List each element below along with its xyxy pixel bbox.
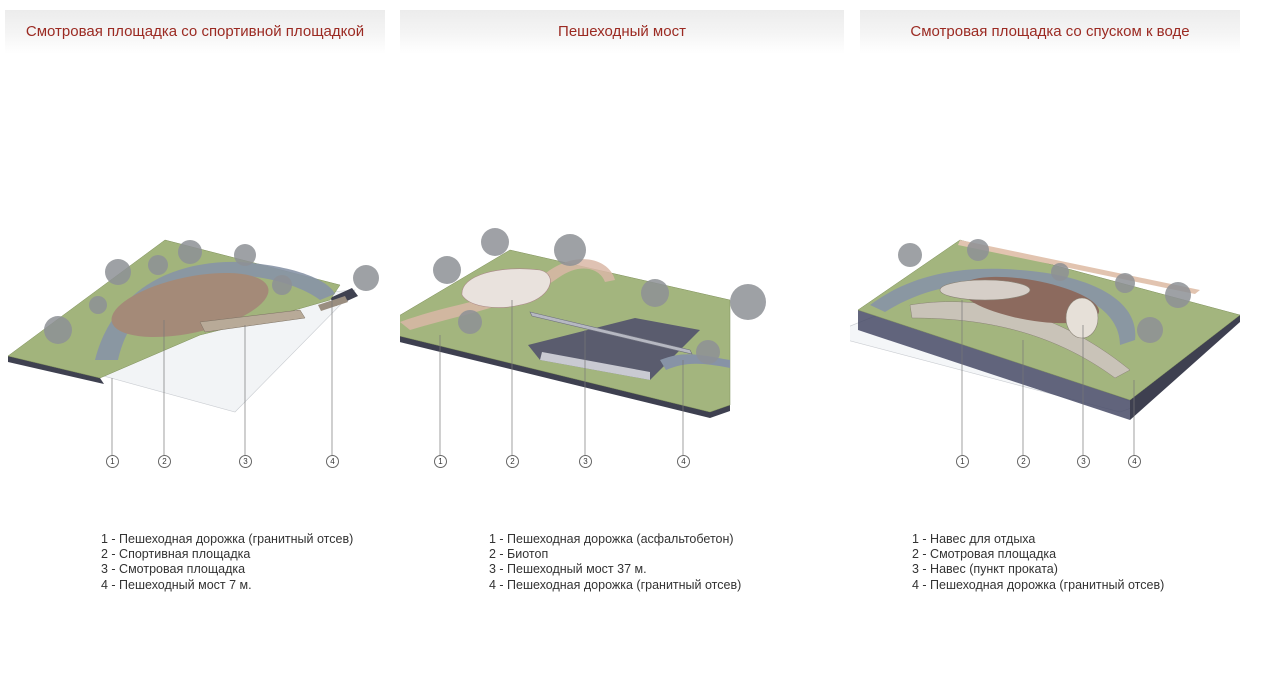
- viewing-deck: [909, 301, 1131, 379]
- footbridge-37m: [529, 311, 693, 355]
- terrain-side: [8, 356, 104, 384]
- callout-2: 2: [158, 455, 171, 468]
- legend-item: 3 - Пешеходный мост 37 м.: [489, 562, 647, 577]
- legend-item: 3 - Навес (пункт проката): [912, 562, 1058, 577]
- legend: 1 - Пешеходная дорожка (асфальтобетон) 2…: [489, 532, 741, 593]
- trees: [898, 239, 1191, 343]
- callout-2: 2: [506, 455, 519, 468]
- legend-item: 2 - Спортивная площадка: [101, 547, 251, 562]
- callout-4: 4: [1128, 455, 1141, 468]
- trees: [433, 228, 766, 364]
- legend-item: 4 - Пешеходная дорожка (гранитный отсев): [912, 577, 1165, 592]
- legend-item: 1 - Пешеходная дорожка (асфальтобетон): [489, 532, 734, 546]
- callout-4: 4: [677, 455, 690, 468]
- legend-item: 2 - Смотровая площадка: [912, 547, 1057, 562]
- axonometric-diagram-water-access: [850, 239, 1241, 455]
- granite-path: [870, 268, 1136, 345]
- callout-3: 3: [239, 455, 252, 468]
- axonometric-diagram-footbridge: [400, 228, 766, 455]
- terrain-side: [858, 310, 1130, 420]
- legend: 1 - Пешеходная дорожка (гранитный отсев)…: [101, 532, 353, 593]
- callout-4: 4: [326, 455, 339, 468]
- panel-sports-viewpoint: Смотровая площадка со спортивной площадк…: [0, 0, 400, 684]
- panel-footbridge: Пешеходный мост 1 2 3 4: [400, 0, 850, 684]
- terrain-side: [400, 336, 710, 418]
- biotope: [461, 268, 551, 308]
- trees: [44, 240, 379, 344]
- callout-1: 1: [106, 455, 119, 468]
- viewing-deck: [199, 309, 306, 333]
- panel-title: Смотровая площадка со спортивной площадк…: [5, 10, 385, 54]
- legend-item: 2 - Биотоп: [489, 547, 549, 562]
- callout-1: 1: [956, 455, 969, 468]
- rest-canopy: [939, 279, 1031, 301]
- legend-item: 1 - Пешеходная дорожка (гранитный отсев): [101, 532, 354, 546]
- rental-canopy: [1065, 297, 1099, 339]
- panel-title: Смотровая площадка со спуском к воде: [860, 10, 1240, 54]
- legend-item: 1 - Навес для отдыха: [912, 532, 1036, 546]
- callout-2: 2: [1017, 455, 1030, 468]
- footbridge-7m: [318, 296, 348, 311]
- callout-3: 3: [1077, 455, 1090, 468]
- panel-water-access-viewpoint: Смотровая площадка со спуском к воде: [850, 0, 1272, 684]
- legend: 1 - Навес для отдыха 2 - Смотровая площа…: [912, 532, 1164, 593]
- panel-title: Пешеходный мост: [400, 10, 844, 54]
- legend-item: 4 - Пешеходный мост 7 м.: [101, 577, 252, 592]
- axonometric-diagram-sports-viewpoint: [7, 239, 379, 455]
- callout-3: 3: [579, 455, 592, 468]
- legend-item: 3 - Смотровая площадка: [101, 562, 246, 577]
- callout-1: 1: [434, 455, 447, 468]
- legend-item: 4 - Пешеходная дорожка (гранитный отсев): [489, 577, 742, 592]
